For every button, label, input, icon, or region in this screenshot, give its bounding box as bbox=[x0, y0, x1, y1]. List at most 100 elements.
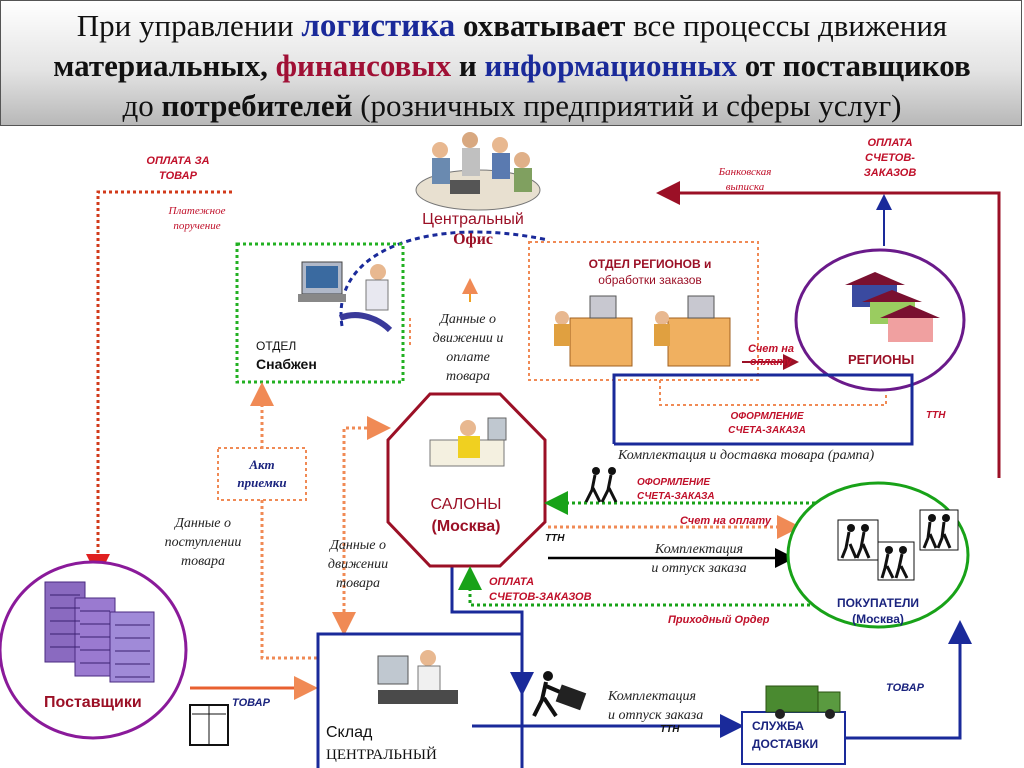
title-keyword-consumers: потребителей bbox=[161, 88, 353, 123]
warehouse-box bbox=[316, 632, 524, 768]
regions-icon bbox=[845, 272, 940, 342]
waybill-label-2: ТТН bbox=[545, 533, 565, 544]
receipt-data-line bbox=[260, 500, 318, 660]
label-line: Банковская bbox=[718, 166, 772, 178]
title-text: до bbox=[122, 88, 162, 123]
bank-statement-label: Банковская выписка bbox=[700, 165, 790, 195]
goods-label-2: ТОВАР bbox=[886, 682, 924, 694]
buyers-people-icon bbox=[837, 509, 959, 581]
delivery-arrow bbox=[845, 620, 972, 740]
porter-icon bbox=[532, 671, 587, 718]
title-keyword-logistics: логистика bbox=[301, 8, 456, 44]
picking-label: Комплектация и отпуск заказа bbox=[634, 540, 764, 578]
label-line: выписка bbox=[725, 181, 765, 193]
label-line: ОТДЕЛ bbox=[256, 339, 297, 353]
title-text: (розничных предприятий и сферы услуг) bbox=[352, 88, 902, 123]
label-line: Снабжен bbox=[256, 356, 317, 372]
goods-label: ТОВАР bbox=[232, 697, 270, 709]
title-text: При управлении bbox=[76, 8, 302, 43]
order-form-label-2: ОФОРМЛЕНИЕ СЧЕТА-ЗАКАЗА bbox=[637, 476, 715, 504]
receipt-data-label: Данные о поступлении товара bbox=[148, 514, 258, 571]
office-team-icon bbox=[415, 132, 541, 211]
label-line: Акт bbox=[249, 457, 275, 472]
label-line: поручение bbox=[173, 220, 221, 232]
label-line: товара bbox=[335, 576, 381, 591]
title-text: и bbox=[451, 48, 485, 83]
label-line: СЛУЖБА bbox=[752, 719, 804, 733]
supply-dept-label: ОТДЕЛ Снабжен bbox=[256, 337, 317, 373]
salon-worker-icon bbox=[429, 417, 507, 467]
label-line: ЦЕНТРАЛЬНЫЙ bbox=[326, 747, 437, 763]
label-line: поступлении bbox=[164, 535, 242, 550]
order-invoices-payment-label: ОПЛАТА СЧЕТОВ- ЗАКАЗОВ bbox=[850, 136, 930, 181]
title-text: , bbox=[260, 48, 276, 83]
label-line: Центральный bbox=[422, 211, 524, 228]
title-text: от поставщиков bbox=[736, 48, 971, 83]
ramp-delivery-line bbox=[612, 373, 914, 446]
order-payment-label: ОПЛАТА СЧЕТОВ-ЗАКАЗОВ bbox=[489, 575, 592, 605]
payment-flow-arrow bbox=[86, 190, 232, 578]
label-line: обработки заказов bbox=[598, 273, 702, 287]
invoice-label: Счет на оплату bbox=[736, 343, 806, 369]
suppliers-label: Поставщики bbox=[44, 694, 142, 711]
supply-dept-box bbox=[235, 242, 405, 384]
label-line: ПОКУПАТЕЛИ bbox=[836, 596, 920, 610]
label-line: САЛОНЫ bbox=[430, 496, 502, 513]
ramp-delivery-label: Комплектация и доставка товара (рампа) bbox=[618, 448, 875, 463]
central-office-label: Центральный Офис bbox=[398, 210, 548, 250]
invoice-payment-label: Счет на оплату bbox=[680, 515, 772, 527]
supply-worker-icon bbox=[298, 261, 393, 333]
label-line: Данные о bbox=[330, 538, 386, 553]
order-payment-arrow bbox=[458, 566, 810, 607]
movement-data-label: Данные о движении товара bbox=[308, 536, 408, 593]
label-line: оплату bbox=[749, 356, 793, 368]
label-line: и отпуск заказа bbox=[608, 708, 704, 723]
label-line: и отпуск заказа bbox=[651, 561, 747, 576]
payment-order-label: Платежное поручение bbox=[152, 204, 242, 234]
warehouse-label: Склад ЦЕНТРАЛЬНЫЙ bbox=[326, 722, 437, 766]
label-line: Счет на bbox=[748, 343, 794, 355]
label-line: Данные о bbox=[440, 312, 496, 327]
salons-octagon bbox=[386, 392, 547, 568]
label-line: (Москва) bbox=[431, 518, 501, 535]
label-line: ДОСТАВКИ bbox=[752, 737, 819, 751]
order-processing-line bbox=[659, 380, 887, 406]
title-line-1: При управлении логистика охватывает все … bbox=[1, 7, 1023, 45]
delivery-service-label: СЛУЖБА ДОСТАВКИ bbox=[752, 717, 818, 753]
label-line: Комплектация bbox=[655, 542, 743, 557]
order-workers-icon bbox=[554, 295, 731, 367]
bank-statement-arrow bbox=[656, 181, 1001, 478]
label-line: Комплектация bbox=[608, 689, 696, 704]
title-line-3: до потребителей (розничных предприятий и… bbox=[1, 87, 1023, 125]
label-line: Платежное bbox=[168, 205, 226, 217]
title-keyword-material: материальных bbox=[53, 48, 261, 83]
title-line-2: материальных, финансовых и информационны… bbox=[1, 47, 1023, 85]
title-text: охватывает bbox=[455, 8, 626, 43]
regions-dept-label: ОТДЕЛ РЕГИОНОВ и обработки заказов bbox=[560, 256, 740, 288]
label-line: ОПЛАТА bbox=[489, 576, 535, 588]
label-line: (Москва) bbox=[852, 612, 904, 626]
label-line: СЧЕТОВ- bbox=[865, 152, 915, 164]
order-form-label: ОФОРМЛЕНИЕ СЧЕТА-ЗАКАЗА bbox=[712, 410, 822, 438]
label-line: ОТДЕЛ РЕГИОНОВ и bbox=[588, 257, 712, 271]
label-line: движении bbox=[327, 557, 389, 572]
cabinet-icon bbox=[189, 704, 229, 746]
label-line: Данные о bbox=[175, 516, 231, 531]
buyers-label: ПОКУПАТЕЛИ (Москва) bbox=[818, 595, 938, 627]
regions-label: РЕГИОНЫ bbox=[848, 352, 915, 367]
label-line: ОПЛАТА bbox=[867, 137, 913, 149]
dispatch-label: Комплектация и отпуск заказа bbox=[608, 687, 703, 725]
waybill-label: ТТН bbox=[926, 410, 946, 421]
title-text: все процессы движения bbox=[625, 8, 948, 43]
label-line: Склад bbox=[326, 724, 373, 741]
movement-data-arrow bbox=[342, 416, 391, 612]
label-line: Офис bbox=[453, 231, 493, 248]
title-banner: При управлении логистика охватывает все … bbox=[0, 0, 1022, 126]
buildings-icon bbox=[44, 581, 155, 683]
label-line: ТОВАР bbox=[159, 170, 197, 182]
salons-label: САЛОНЫ (Москва) bbox=[396, 494, 536, 538]
title-keyword-information: информационных bbox=[484, 48, 737, 83]
title-keyword-financial: финансовых bbox=[275, 48, 452, 83]
receipt-order-label: Приходный Ордер bbox=[668, 614, 770, 626]
